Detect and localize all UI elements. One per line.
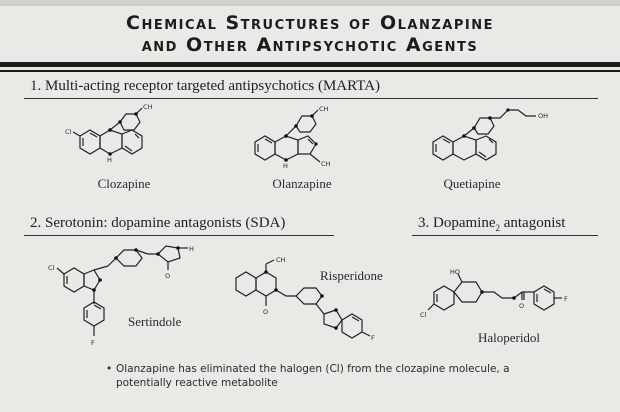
clozapine-cl-atom: Cl	[65, 128, 72, 136]
clozapine-structure: Cl CH H	[65, 103, 153, 164]
olanzapine-label: Olanzapine	[272, 176, 332, 191]
quetiapine-structure: OH	[432, 108, 548, 161]
quetiapine-label: Quetiapine	[443, 176, 501, 191]
section-d2-suffix: antagonist	[499, 215, 566, 231]
risperidone-ch3-atom: CH	[276, 256, 286, 264]
section-d2-underline	[412, 235, 598, 236]
section-marta-underline	[24, 98, 598, 99]
section-sda-heading: 2. Serotonin: dopamine antagonists (SDA)	[30, 215, 286, 231]
section-d2-prefix: 3. Dopamine	[418, 215, 496, 231]
section-marta-heading: 1. Multi-acting receptor targeted antips…	[30, 78, 381, 94]
haloperidol-f-atom: F	[564, 295, 568, 303]
title-rule-thick	[0, 62, 620, 67]
olanzapine-structure: CH CH H	[254, 105, 331, 170]
sertindole-h-atom: H	[189, 245, 194, 253]
risperidone-structure: CH O F	[235, 256, 375, 342]
quetiapine-oh-atom: OH	[538, 112, 548, 120]
clozapine-ch3-atom: CH	[143, 103, 153, 111]
haloperidol-structure: HO Cl O F	[420, 268, 568, 319]
sertindole-label: Sertindole	[128, 314, 182, 329]
risperidone-f-atom: F	[371, 334, 375, 342]
section-d2-subscript: 2	[495, 223, 500, 233]
footnote-bullet: •	[106, 363, 113, 375]
risperidone-o-atom: O	[263, 308, 268, 316]
haloperidol-o-atom: O	[519, 302, 524, 310]
title-line-2: and Other Antipsychotic Agents	[141, 34, 479, 56]
olanzapine-ch3-top: CH	[319, 105, 329, 113]
slide-top-edge	[0, 0, 620, 6]
title-rule-thin	[0, 70, 620, 72]
footnote-text: Olanzapine has eliminated the halogen (C…	[116, 363, 510, 389]
sertindole-cl-atom: Cl	[48, 264, 55, 272]
clozapine-h-atom: H	[107, 156, 112, 164]
section-d2-heading: 3. Dopamine2 antagonist	[418, 215, 565, 233]
risperidone-label: Risperidone	[320, 268, 383, 283]
footnote: • Olanzapine has eliminated the halogen …	[106, 362, 556, 390]
sertindole-structure: Cl H O F	[48, 245, 194, 347]
sertindole-f-atom: F	[91, 339, 95, 347]
haloperidol-cl-atom: Cl	[420, 311, 427, 319]
sertindole-o-atom: O	[165, 272, 170, 280]
haloperidol-ho-atom: HO	[450, 268, 460, 276]
haloperidol-label: Haloperidol	[477, 330, 541, 345]
clozapine-label: Clozapine	[97, 176, 151, 191]
olanzapine-h-atom: H	[283, 162, 288, 170]
section-sda-underline	[24, 235, 334, 236]
olanzapine-ch3-bottom: CH	[321, 160, 331, 168]
title-line-1: Chemical Structures of Olanzapine	[126, 12, 494, 34]
